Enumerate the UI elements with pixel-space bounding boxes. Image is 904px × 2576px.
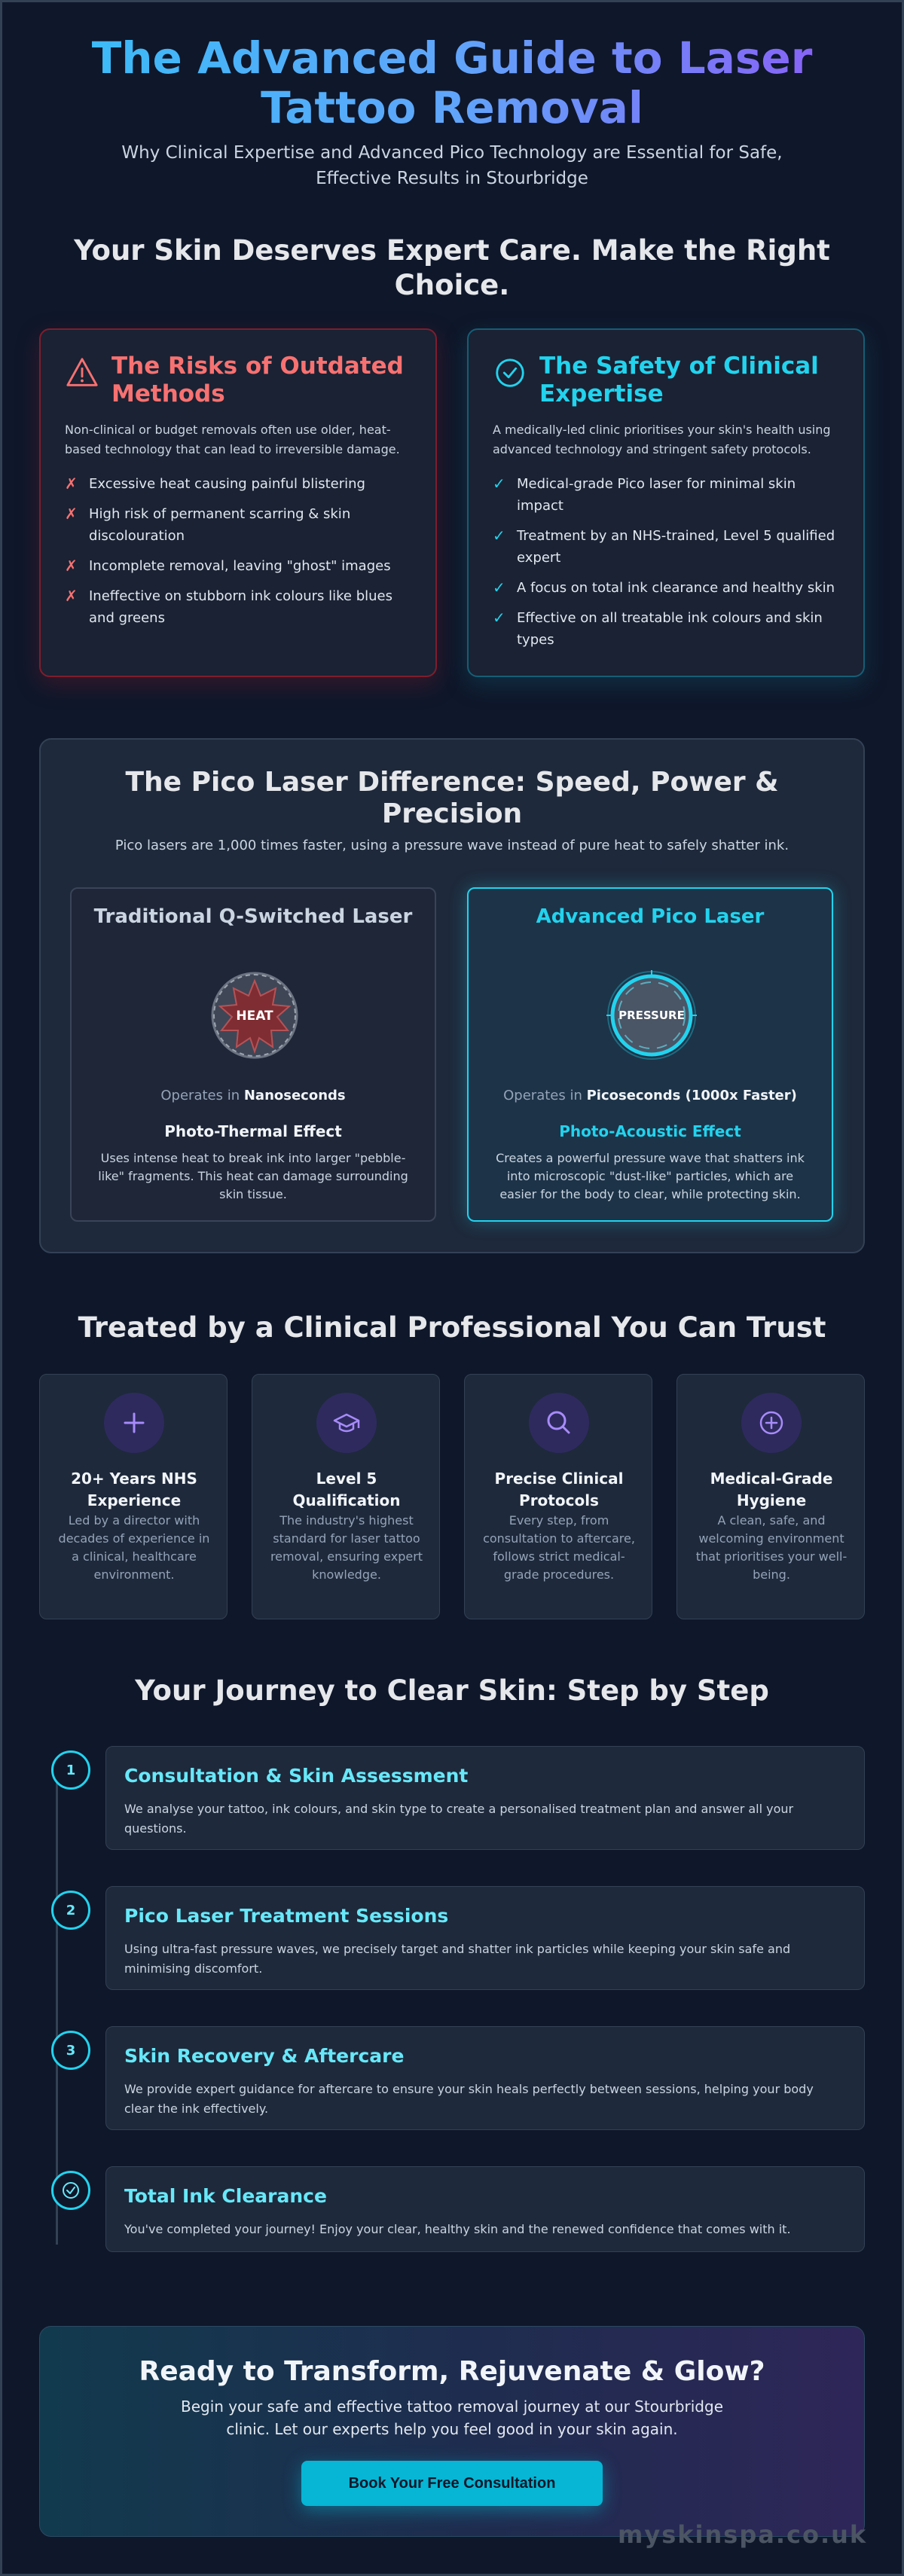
site-watermark: myskinspa.co.uk — [618, 2520, 868, 2549]
operates-prefix: Operates in — [160, 1088, 240, 1103]
list-item: ✗ Excessive heat causing painful blisteri… — [65, 473, 414, 495]
list-item-text: Effective on all treatable ink colours a… — [517, 610, 823, 648]
feature-title: Medical-Grade Hygiene — [710, 1470, 833, 1509]
safety-list: ✓ Medical-grade Pico laser for minimal sk… — [493, 473, 842, 659]
list-item: ✗ High risk of permanent scarring & skin … — [65, 503, 414, 547]
step-text: You've completed your journey! Enjoy you… — [124, 2222, 791, 2236]
list-item-text: Medical-grade Pico laser for minimal ski… — [517, 476, 796, 514]
pico-effect: Photo-Acoustic Effect — [559, 1122, 741, 1140]
risks-intro: Non-clinical or budget removals often us… — [65, 423, 400, 456]
list-item-text: Incomplete removal, leaving "ghost" imag… — [89, 558, 391, 574]
step-text: Using ultra-fast pressure waves, we prec… — [124, 1942, 791, 1976]
cross-icon: ✗ — [65, 587, 78, 605]
step-title: Total Ink Clearance — [124, 2185, 327, 2207]
cross-icon: ✗ — [65, 505, 78, 523]
operates-value: Picoseconds (1000x Faster) — [586, 1088, 797, 1103]
step-number: 2 — [51, 1891, 90, 1930]
risks-card: The Risks of Outdated Methods Non-clinic… — [39, 328, 437, 677]
traditional-operates: Operates in Nanoseconds — [72, 1088, 435, 1103]
pico-laser-card: Advanced Pico Laser PRESSURE Operates in… — [467, 887, 833, 1222]
pico-laser-title: Advanced Pico Laser — [536, 905, 765, 928]
pressure-label: PRESSURE — [618, 1009, 685, 1022]
step-card: Skin Recovery & Aftercare We provide exp… — [105, 2026, 865, 2130]
step-number: 3 — [51, 2031, 90, 2070]
list-item-text: High risk of permanent scarring & skin d… — [89, 506, 351, 544]
traditional-description: Uses intense heat to break ink into larg… — [98, 1151, 408, 1201]
feature-title: 20+ Years NHS Experience — [71, 1470, 197, 1509]
search-icon — [529, 1393, 589, 1453]
traditional-laser-card: Traditional Q-Switched Laser HEAT Operat… — [70, 887, 436, 1222]
list-item-text: Excessive heat causing painful blisterin… — [89, 476, 365, 492]
cross-icon: ✗ — [65, 557, 78, 575]
plus-icon — [104, 1393, 164, 1453]
risks-list: ✗ Excessive heat causing painful blisteri… — [65, 473, 414, 637]
step-title: Pico Laser Treatment Sessions — [124, 1905, 449, 1927]
step-card: Total Ink Clearance You've completed you… — [105, 2166, 865, 2252]
plus-circle-icon — [741, 1393, 802, 1453]
page-title: The Advanced Guide to Laser Tattoo Remov… — [45, 33, 859, 133]
list-item: ✓ Effective on all treatable ink colours … — [493, 607, 842, 651]
check-icon: ✓ — [493, 526, 505, 545]
safety-intro: A medically-led clinic prioritises your … — [493, 423, 831, 456]
cta-text: Begin your safe and effective tattoo rem… — [180, 2397, 723, 2438]
step-text: We analyse your tattoo, ink colours, and… — [124, 1802, 794, 1836]
pico-subtitle: Pico lasers are 1,000 times faster, usin… — [115, 838, 789, 853]
feature-text: Led by a director with decades of experi… — [58, 1513, 210, 1582]
cta-title: Ready to Transform, Rejuvenate & Glow? — [139, 2356, 765, 2387]
feature-title: Precise Clinical Protocols — [494, 1470, 624, 1509]
feature-card: Precise Clinical Protocols Every step, f… — [464, 1374, 652, 1619]
heat-burst-icon: HEAT — [211, 972, 298, 1059]
step-title: Consultation & Skin Assessment — [124, 1765, 469, 1787]
pressure-wave-icon: PRESSURE — [606, 970, 697, 1060]
safety-heading: The Safety of Clinical Expertise — [539, 353, 819, 407]
list-item: ✓ A focus on total ink clearance and heal… — [493, 577, 842, 599]
check-icon: ✓ — [493, 609, 505, 627]
operates-prefix: Operates in — [503, 1088, 582, 1103]
comparison-title: Your Skin Deserves Expert Care. Make the… — [74, 234, 830, 301]
pico-description: Creates a powerful pressure wave that sh… — [496, 1151, 805, 1201]
list-item: ✓ Treatment by an NHS-trained, Level 5 qu… — [493, 525, 842, 569]
step-card: Consultation & Skin Assessment We analys… — [105, 1746, 865, 1850]
step-card: Pico Laser Treatment Sessions Using ultr… — [105, 1886, 865, 1990]
check-circle-icon — [63, 2182, 79, 2199]
step-number: 1 — [51, 1750, 90, 1790]
feature-text: Every step, from consultation to afterca… — [483, 1513, 635, 1582]
feature-text: The industry's highest standard for lase… — [270, 1513, 423, 1582]
check-circle-icon — [496, 359, 524, 387]
page-subtitle: Why Clinical Expertise and Advanced Pico… — [121, 143, 783, 188]
pico-operates: Operates in Picoseconds (1000x Faster) — [469, 1088, 832, 1103]
cross-icon: ✗ — [65, 475, 78, 493]
list-item-text: A focus on total ink clearance and healt… — [517, 580, 835, 596]
journey-title: Your Journey to Clear Skin: Step by Step — [135, 1674, 769, 1707]
feature-card: Level 5 Qualification The industry's hig… — [252, 1374, 440, 1619]
heat-label: HEAT — [236, 1009, 273, 1024]
safety-card: The Safety of Clinical Expertise A medic… — [467, 328, 865, 677]
feature-card: Medical-Grade Hygiene A clean, safe, and… — [676, 1374, 865, 1619]
trust-title: Treated by a Clinical Professional You C… — [78, 1311, 826, 1344]
feature-text: A clean, safe, and welcoming environment… — [695, 1513, 848, 1582]
list-item: ✗ Ineffective on stubborn ink colours lik… — [65, 585, 414, 629]
traditional-effect: Photo-Thermal Effect — [164, 1122, 342, 1140]
graduation-cap-icon — [316, 1393, 377, 1453]
timeline-line — [56, 1770, 58, 2245]
feature-title: Level 5 Qualification — [292, 1470, 401, 1509]
book-consultation-button[interactable]: Book Your Free Consultation — [301, 2461, 603, 2506]
feature-card: 20+ Years NHS Experience Led by a direct… — [39, 1374, 228, 1619]
list-item-text: Ineffective on stubborn ink colours like… — [89, 588, 392, 626]
step-text: We provide expert guidance for aftercare… — [124, 2082, 814, 2116]
list-item: ✗ Incomplete removal, leaving "ghost" ima… — [65, 555, 414, 577]
warning-icon — [66, 358, 98, 386]
traditional-laser-title: Traditional Q-Switched Laser — [93, 905, 413, 928]
operates-value: Nanoseconds — [243, 1088, 346, 1103]
list-item-text: Treatment by an NHS-trained, Level 5 qua… — [517, 528, 835, 566]
step-title: Skin Recovery & Aftercare — [124, 2045, 405, 2067]
pico-title: The Pico Laser Difference: Speed, Power … — [125, 767, 779, 829]
list-item: ✓ Medical-grade Pico laser for minimal sk… — [493, 473, 842, 517]
check-icon: ✓ — [493, 475, 505, 493]
risks-heading: The Risks of Outdated Methods — [111, 353, 404, 407]
step-check — [51, 2171, 90, 2210]
check-icon: ✓ — [493, 578, 505, 597]
